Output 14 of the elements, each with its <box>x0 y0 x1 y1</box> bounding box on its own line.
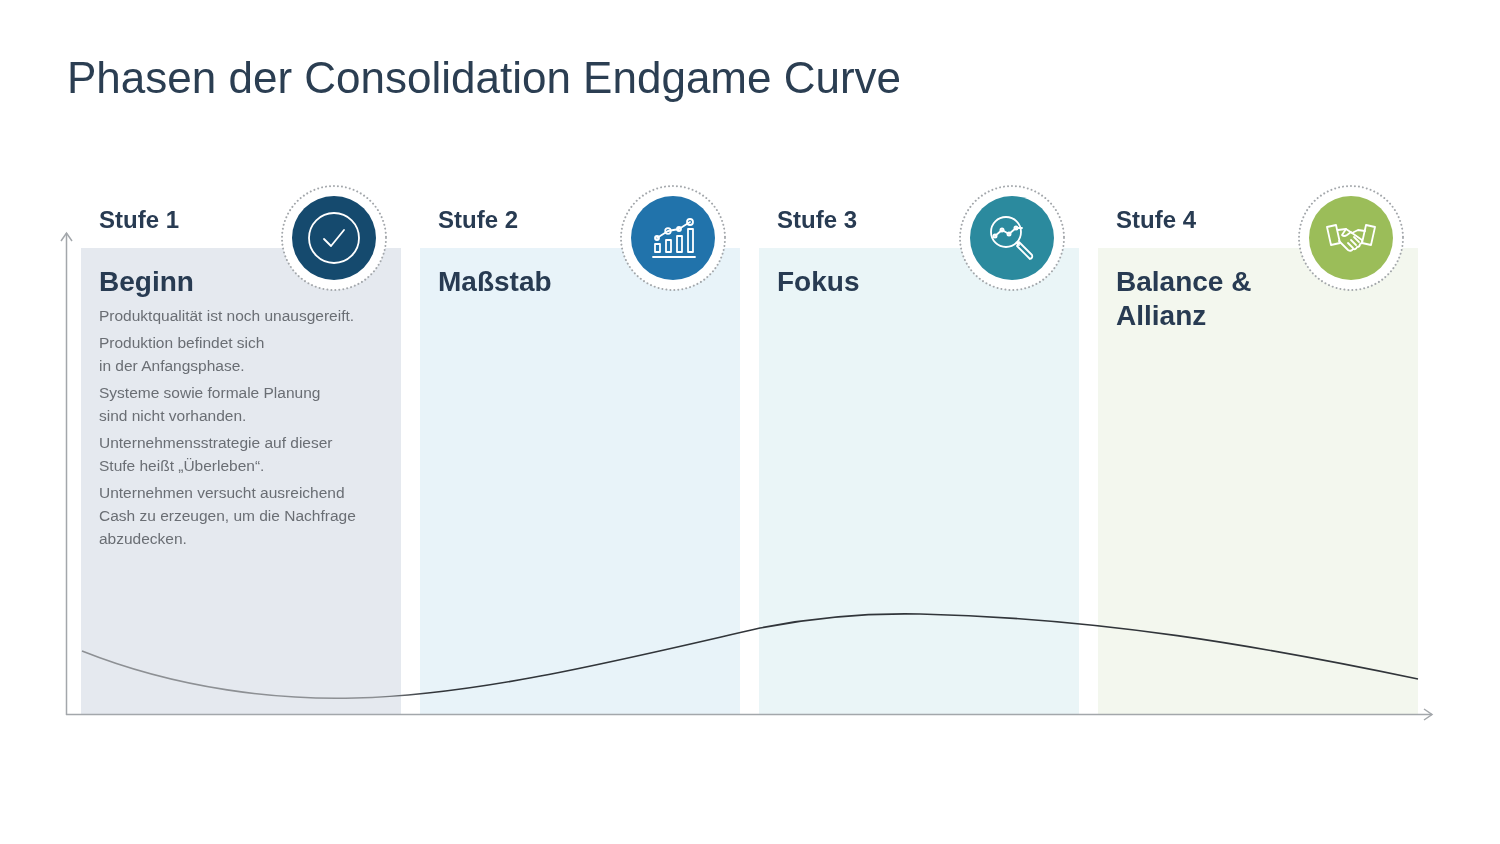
phase-description: Produktion befindet sich in der Anfangsphase. <box>99 333 266 376</box>
phase-title: Maßstab <box>438 265 553 299</box>
stage-label: Stufe 4 <box>1116 205 1196 235</box>
phase-description: Unternehmensstrategie auf dieser Stufe heißt „Überleben“. <box>99 433 334 476</box>
phase-title: Fokus <box>777 265 861 299</box>
phase-description: Produktqualität ist noch unausgereift. <box>99 306 356 326</box>
phase-title: Beginn <box>99 265 195 299</box>
phase-description: Systeme sowie formale Planung sind nicht vorhanden. <box>99 383 322 426</box>
phase-description: Unternehmen versucht ausreichend Cash zu erzeugen, um die Nachfrage abzudecken. <box>99 483 357 549</box>
stage-label: Stufe 2 <box>438 205 518 235</box>
phase-title: Balance & Allianz <box>1116 265 1253 333</box>
stage-label: Stufe 1 <box>99 205 179 235</box>
slide-title: Phasen der Consolidation Endgame Curve <box>67 52 902 104</box>
stage-label: Stufe 3 <box>777 205 857 235</box>
